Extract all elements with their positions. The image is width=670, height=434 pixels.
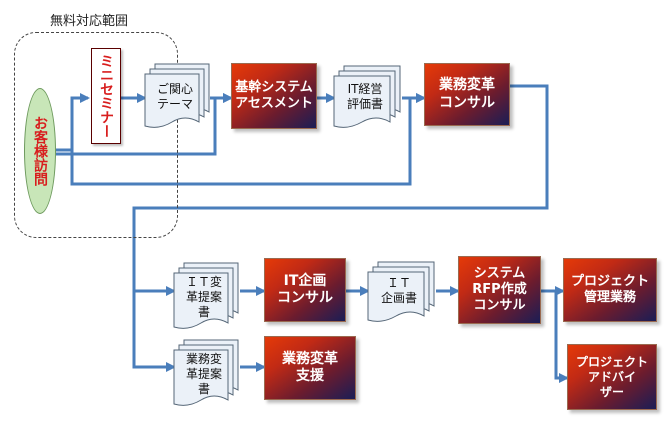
reform-consul-node: 業務変革 コンサル bbox=[424, 63, 510, 126]
reform-support-node: 業務変革 支援 bbox=[264, 336, 356, 400]
customer-visit-node: お客様訪問 bbox=[24, 88, 56, 214]
arrow-rfp-to-advisor bbox=[554, 291, 569, 383]
rfp-consul-node: システム RFP作成 コンサル bbox=[458, 256, 541, 324]
document-stack-icon bbox=[173, 262, 239, 329]
node-line: プロジェクト bbox=[570, 273, 649, 289]
node-line: 業務変革 bbox=[439, 77, 495, 93]
doc-line: IT経営 bbox=[347, 82, 383, 96]
node-line: アセスメント bbox=[235, 96, 313, 111]
document-stack-icon bbox=[144, 63, 210, 128]
node-line: コンサル bbox=[277, 290, 333, 306]
it-plan-consul-node: IT企画 コンサル bbox=[264, 258, 346, 322]
doc-line: 業務変 bbox=[185, 352, 222, 366]
interest-theme-doc: ご関心 テーマ bbox=[144, 63, 211, 134]
node-line: プロジェクト bbox=[575, 354, 648, 369]
node-line: IT企画 bbox=[283, 272, 327, 289]
free-scope-label: 無料対応範囲 bbox=[50, 14, 129, 29]
node-line: コンサル bbox=[473, 298, 526, 314]
doc-line: 企画書 bbox=[380, 291, 417, 305]
doc-line: ＩＴ bbox=[386, 276, 411, 290]
node-line: 管理業務 bbox=[583, 290, 636, 305]
node-line: 支援 bbox=[296, 368, 324, 384]
doc-line: 評価書 bbox=[346, 97, 383, 111]
project-advisor-node: プロジェクト アドバイ ザー bbox=[567, 344, 657, 410]
it-reform-proposal-doc: ＩＴ変 革提案 書 bbox=[173, 262, 240, 335]
core-assessment-node: 基幹システム アセスメント bbox=[231, 63, 317, 129]
doc-line: 革提案 bbox=[185, 367, 222, 381]
doc-line: ＩＴ変 bbox=[185, 275, 222, 289]
node-line: ザー bbox=[599, 384, 624, 399]
node-line: コンサル bbox=[439, 94, 495, 111]
mini-seminar-node: ミニセミナー bbox=[91, 48, 121, 144]
pm-service-node: プロジェクト 管理業務 bbox=[563, 258, 657, 322]
it-plan-doc: ＩＴ 企画書 bbox=[367, 261, 436, 326]
node-line: システム bbox=[473, 265, 526, 281]
document-stack-icon bbox=[367, 261, 435, 322]
reform-proposal-doc: 業務変 革提案 書 bbox=[173, 339, 240, 412]
node-line: 基幹システム bbox=[235, 79, 313, 95]
document-stack-icon bbox=[333, 65, 401, 128]
doc-line: 書 bbox=[197, 382, 210, 396]
customer-visit-label: お客様訪問 bbox=[32, 116, 48, 186]
it-report-doc: IT経営 評価書 bbox=[333, 65, 402, 134]
doc-line: 書 bbox=[197, 305, 210, 319]
node-line: アドバイ bbox=[587, 369, 636, 384]
document-stack-icon bbox=[173, 339, 239, 406]
node-line: 業務変革 bbox=[282, 350, 338, 367]
doc-line: 革提案 bbox=[185, 290, 222, 304]
doc-line: テーマ bbox=[156, 97, 193, 111]
arrow-visit-to-seminar bbox=[56, 93, 90, 152]
free-scope-region bbox=[14, 32, 178, 238]
mini-seminar-label: ミニセミナー bbox=[98, 54, 114, 138]
doc-line: ご関心 bbox=[156, 82, 193, 96]
node-line: RFP作成 bbox=[472, 281, 527, 297]
